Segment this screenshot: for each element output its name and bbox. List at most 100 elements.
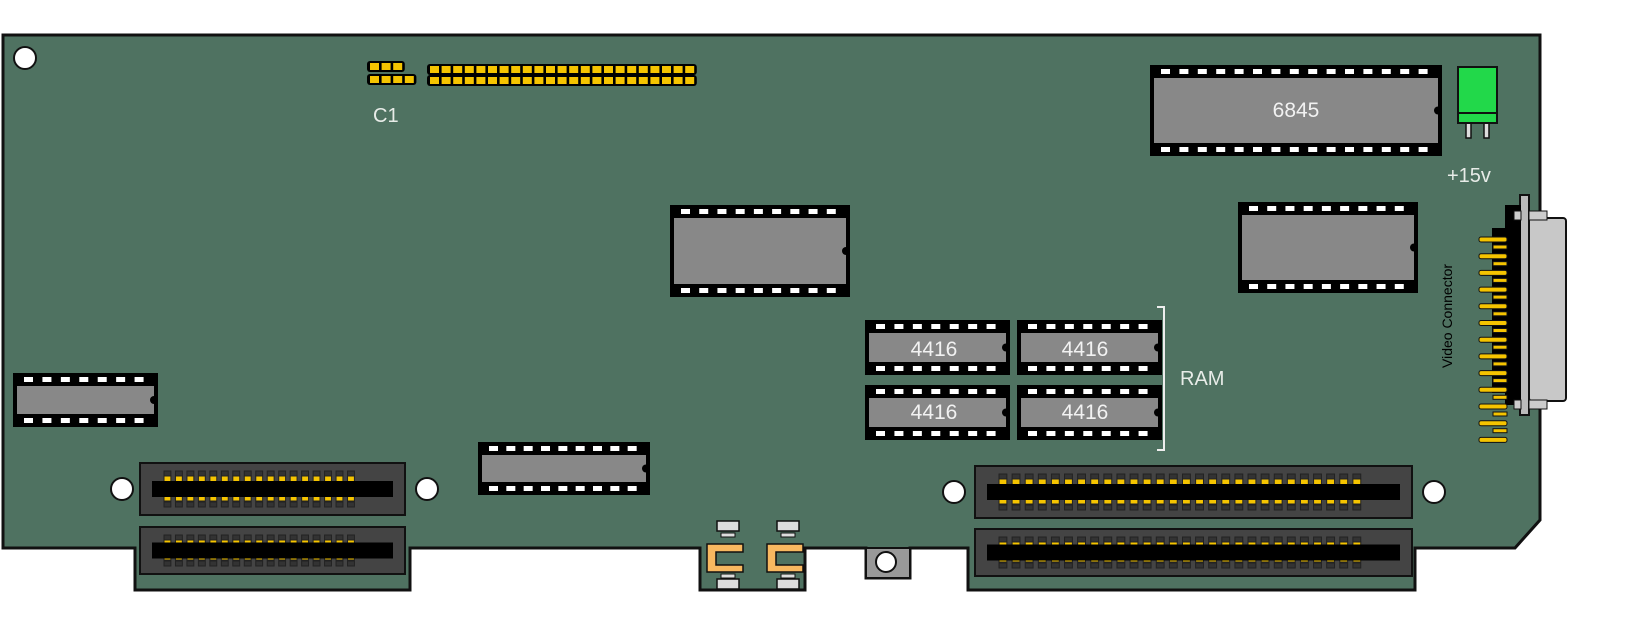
contact-pad xyxy=(1339,504,1349,511)
contact-pad xyxy=(1339,473,1349,480)
contact-pad xyxy=(1299,562,1309,569)
contact-pad xyxy=(1260,504,1270,511)
contact-pad xyxy=(1103,562,1113,569)
contact-pad xyxy=(1326,473,1336,480)
contact-pad xyxy=(255,560,264,567)
chip-pin xyxy=(1083,431,1093,436)
ram-chip xyxy=(1017,385,1162,440)
chip-pin xyxy=(1083,389,1093,394)
header-pin xyxy=(381,76,391,83)
header-pin xyxy=(453,77,463,84)
contact-pad xyxy=(1286,473,1296,480)
contact-pad xyxy=(243,501,252,508)
chip-pin xyxy=(912,389,922,394)
contact-pad xyxy=(1313,536,1322,543)
contact-pad xyxy=(1352,473,1362,480)
contact-pad xyxy=(186,560,195,567)
chip-pin xyxy=(1289,147,1299,152)
chip-pin xyxy=(753,288,763,293)
contact-pad xyxy=(1024,562,1034,569)
chip-pin xyxy=(1345,69,1354,74)
chip-pin xyxy=(1289,69,1299,74)
chip-pin xyxy=(1197,69,1207,74)
connector-pin xyxy=(1478,370,1508,377)
header-pin xyxy=(569,77,579,84)
header-pin xyxy=(580,66,590,73)
chip-notch xyxy=(1002,343,1010,352)
ic-chip xyxy=(1238,202,1418,293)
contact-pad xyxy=(1142,504,1152,511)
contact-pad xyxy=(1090,562,1100,569)
chip-pin xyxy=(986,389,996,394)
contact-pad xyxy=(1208,473,1218,480)
header-pin xyxy=(381,63,391,70)
contact-pad xyxy=(1077,562,1087,569)
chip-pin xyxy=(1285,206,1295,211)
crtc-6845-chip xyxy=(1150,65,1442,156)
connector-pin xyxy=(1478,353,1508,360)
chip-pin xyxy=(523,446,533,451)
contact-pad xyxy=(347,470,355,477)
chip-pin xyxy=(735,209,745,214)
contact-pad xyxy=(232,501,241,508)
contact-pad xyxy=(1286,536,1296,543)
contact-pad xyxy=(163,534,172,541)
header-pin xyxy=(464,66,474,73)
contact-pad xyxy=(301,501,310,508)
chip-pin xyxy=(876,389,885,394)
contact-pad xyxy=(1103,536,1113,543)
contact-pad xyxy=(1195,562,1204,569)
chip-notch xyxy=(842,247,850,255)
connector-pin xyxy=(1478,320,1508,326)
contact-pad xyxy=(1168,473,1178,480)
contact-pad xyxy=(278,534,287,541)
contact-pad xyxy=(1221,473,1231,480)
contact-pad xyxy=(1247,473,1257,480)
ram-bracket xyxy=(1157,306,1165,451)
contact-pad xyxy=(1129,562,1139,569)
connector-pin xyxy=(1492,428,1508,434)
contact-pad xyxy=(1195,473,1204,480)
chip-pin xyxy=(1120,324,1130,329)
chip-notch xyxy=(1410,243,1418,252)
mounting-hole xyxy=(875,551,897,573)
contact-pad xyxy=(1116,473,1126,480)
chip-pin xyxy=(1064,431,1074,436)
header-pin xyxy=(499,66,509,73)
chip-pin xyxy=(24,418,33,423)
chip-pin xyxy=(808,288,818,293)
chip-pin xyxy=(681,288,690,293)
chip-pin xyxy=(894,431,904,436)
ram-chip-label-1: 4416 xyxy=(911,338,958,361)
chip-pin xyxy=(931,431,941,436)
contact-pad xyxy=(1286,504,1296,511)
chip-pin xyxy=(1340,206,1350,211)
connector-pin xyxy=(1478,436,1508,443)
header-pin xyxy=(511,77,521,84)
header-pin xyxy=(650,66,660,73)
chip-pin xyxy=(1161,69,1170,74)
chip-pin xyxy=(1028,366,1037,371)
contact-pad xyxy=(243,470,252,477)
header-pin xyxy=(580,77,590,84)
video-connector-label: Video Connector xyxy=(1439,264,1455,368)
ram-chip xyxy=(1017,320,1162,375)
contact-pad xyxy=(1221,536,1231,543)
contact-pad xyxy=(347,560,355,567)
chip-notch xyxy=(1434,106,1442,115)
pin-header xyxy=(367,61,697,86)
chip-pin xyxy=(593,446,602,451)
mounting-hole xyxy=(415,477,439,501)
contact-pad xyxy=(312,470,321,477)
header-pin xyxy=(615,66,625,73)
header-pin xyxy=(441,77,451,84)
chip-pin xyxy=(1340,284,1350,289)
chip-pin xyxy=(894,324,904,329)
contact-pad xyxy=(1155,504,1165,511)
chip-pin xyxy=(894,389,904,394)
header-pin xyxy=(393,76,403,83)
contact-pad xyxy=(1168,504,1178,511)
ram-chip xyxy=(865,385,1010,440)
chip-pin xyxy=(826,288,836,293)
